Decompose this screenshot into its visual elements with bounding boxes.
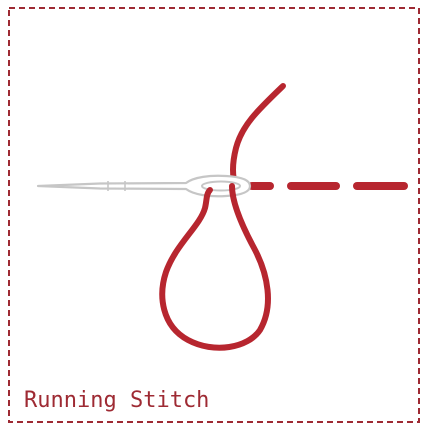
- thread-loop: [162, 186, 268, 348]
- needle: [38, 176, 250, 196]
- dashed-border: [9, 8, 419, 422]
- needle-shaft: [38, 176, 250, 196]
- thread-tail: [233, 86, 283, 189]
- stitch-title: Running Stitch: [24, 388, 209, 413]
